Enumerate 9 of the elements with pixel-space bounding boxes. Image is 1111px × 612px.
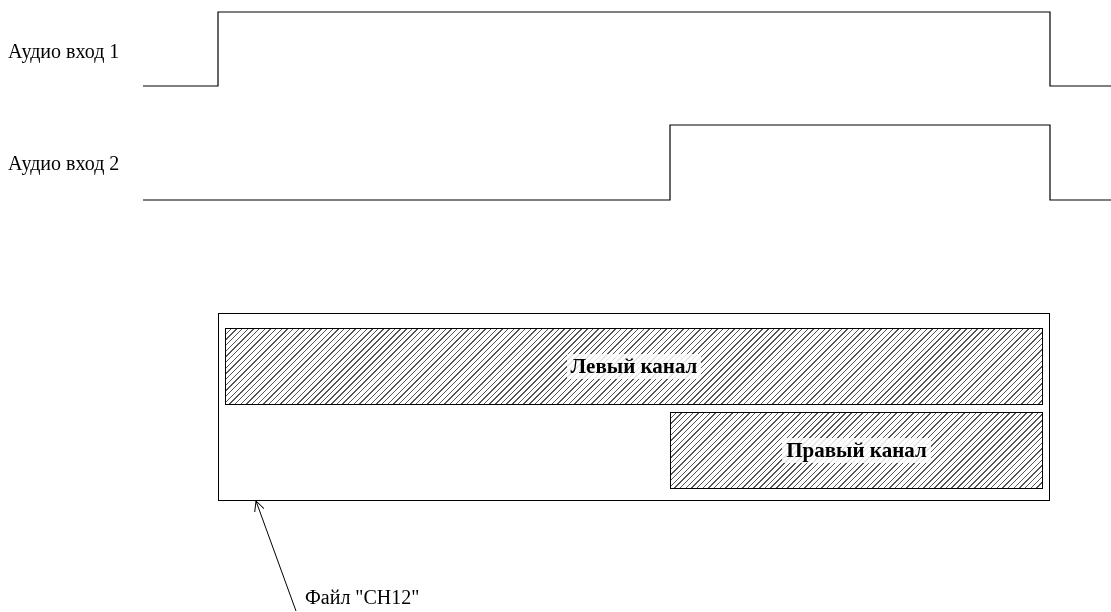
signal-name: Аудио вход 2 — [8, 152, 120, 175]
hatched-bar — [225, 328, 1043, 405]
hatched-bar — [670, 412, 1043, 489]
file-frame — [218, 313, 1050, 501]
signal-name: Аудио вход 1 — [8, 40, 120, 63]
file-caption: Файл "CH12" — [305, 586, 420, 608]
channel-label: Левый канал — [566, 354, 702, 379]
channel-label: Правый канал — [782, 438, 931, 463]
leader-line — [254, 500, 297, 612]
